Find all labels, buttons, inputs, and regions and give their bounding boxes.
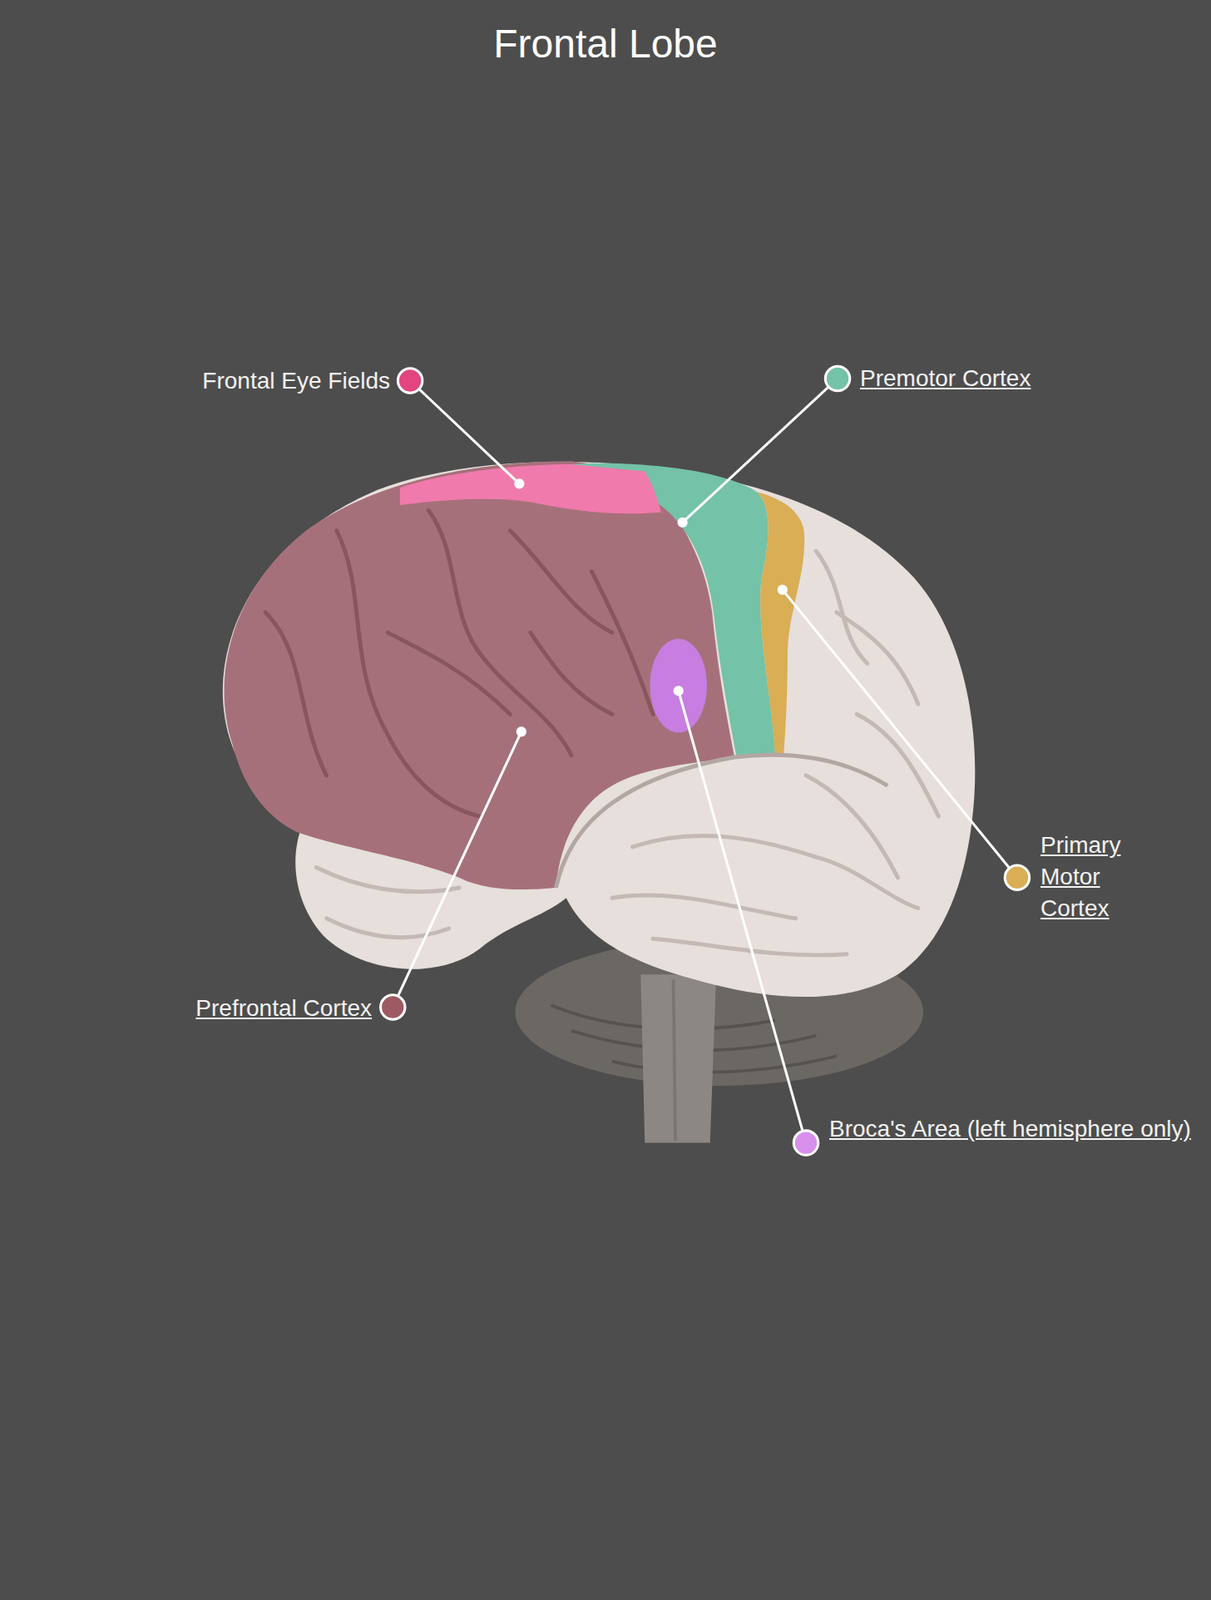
motor-region — [756, 491, 805, 757]
callout-label: Premotor Cortex — [860, 362, 1197, 395]
callout-label: Primary Motor Cortex — [1040, 829, 1173, 925]
brainstem-groove — [673, 978, 676, 1141]
leader-ends — [514, 478, 788, 737]
callout-label: Broca's Area (left hemisphere only) — [829, 1112, 1197, 1145]
callout-dots — [380, 365, 1030, 1155]
frontal-gyri — [265, 509, 653, 816]
lateral-fissure — [556, 754, 889, 888]
orbital-gyri — [316, 866, 460, 937]
cerebrum — [222, 461, 976, 997]
callout-label: Prefrontal Cortex — [44, 992, 372, 1024]
eye-fields-region — [400, 464, 662, 514]
prefrontal-region — [223, 460, 735, 890]
brainstem — [640, 973, 717, 1142]
title: Frontal Lobe — [0, 19, 1211, 69]
callout-label: Frontal Eye Fields — [84, 365, 391, 397]
leader-lines — [392, 378, 1018, 1143]
broca-region — [649, 638, 707, 733]
